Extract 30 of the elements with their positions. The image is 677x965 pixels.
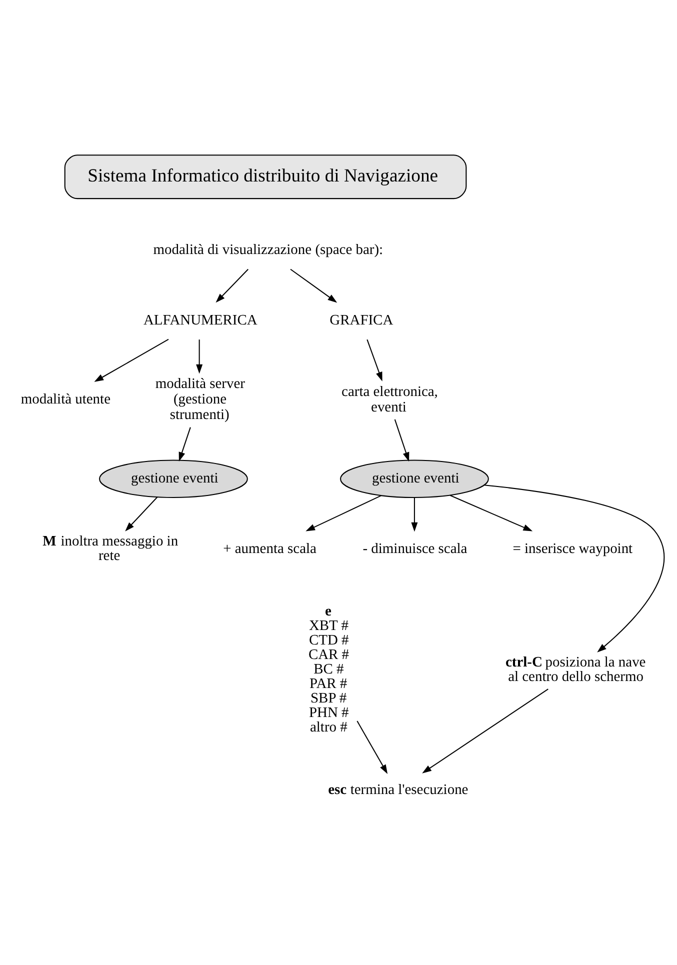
node-text: GRAFICA (330, 312, 394, 328)
node-text: modalità utente (20, 392, 111, 408)
arrow (394, 419, 410, 462)
arrow (290, 268, 338, 303)
arrow (411, 498, 418, 532)
node-text: modalità di visualizzazione (space bar): (153, 242, 384, 258)
node-text: ctrl-C posiziona la nave al centro dello schermo (505, 654, 646, 685)
node-ellipse: gestione eventi (340, 460, 489, 498)
node-text: ALFANUMERICA (143, 312, 258, 328)
arrow (196, 340, 203, 374)
node-text: esc termina l'esecuzione (328, 782, 468, 798)
node-text: e XBT # CTD # CAR # BC # PAR # SBP # PHN # altro # (308, 604, 350, 736)
arrow (125, 496, 158, 532)
arrow (94, 338, 169, 382)
arrow (306, 495, 382, 532)
arrow (178, 427, 191, 462)
arrow (450, 494, 533, 532)
node-text: M inoltra messaggio in rete (42, 533, 178, 564)
node-text: = inserisce waypoint (512, 541, 633, 558)
node-text: + aumenta scala (223, 541, 316, 558)
node-text: carta elettronica, eventi (342, 384, 438, 416)
arrow (422, 688, 548, 774)
node-text: - diminuisce scala (362, 541, 468, 558)
arrow (366, 339, 382, 382)
node-text: modalità server (gestione strumenti) (155, 376, 245, 424)
arrow (484, 484, 664, 652)
node-ellipse: gestione eventi (99, 460, 248, 498)
arrow (356, 720, 388, 774)
arrow (216, 268, 248, 303)
node-box: Sistema Informatico distribuito di Navigazione (64, 154, 467, 200)
